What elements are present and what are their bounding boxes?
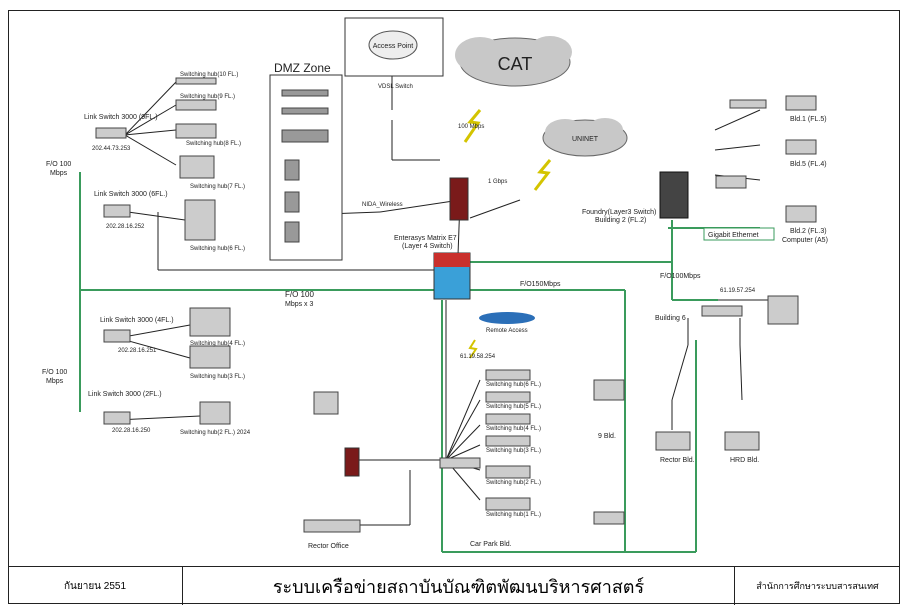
hub7-label: Switching hub(7 FL.) [190, 184, 245, 190]
footer: กันยายน 2551 ระบบเครือข่ายสถาบันบัณฑิตพั… [8, 566, 900, 605]
dmz-label: DMZ Zone [274, 61, 331, 75]
ls9-label: Link Switch 3000 (9FL.) [84, 114, 158, 121]
fo3-label: F/O 100 [285, 290, 314, 299]
ip9-label: 202.44.73.253 [92, 146, 131, 152]
ls2-label: Link Switch 3000 (2FL.) [88, 391, 162, 398]
fo100-label: F/O100Mbps [660, 273, 701, 280]
foundry-name: Foundry(Layer3 Switch) [582, 209, 656, 216]
bld5-label: Bld.5 (FL.4) [790, 161, 827, 168]
hub6-label: Switching hub(6 FL.) [190, 246, 245, 252]
core-sub: (Layer 4 Switch) [402, 243, 453, 250]
diagram-frame [8, 10, 900, 604]
cp-hub6-label: Switching hub(6 FL.) [486, 382, 541, 388]
speed-100m-label: 100 Mbps [458, 124, 484, 130]
rector-office-label: Rector Office [308, 543, 349, 550]
fo3b-label: Mbps x 3 [285, 301, 314, 308]
footer-date: กันยายน 2551 [8, 567, 183, 605]
fo1b-label: Mbps [50, 170, 68, 177]
footer-title: ระบบเครือข่ายสถาบันบัณฑิตพัฒนบริหารศาสตร… [183, 567, 735, 605]
ip6-label: 202.28.16.252 [106, 224, 145, 230]
wireless-link-uninet-icon [533, 159, 552, 191]
left-switches [95, 77, 231, 425]
hub3-label: Switching hub(3 FL.) [190, 374, 245, 380]
firewall-icon [449, 177, 469, 221]
bld9-label: 9 Bld. [598, 433, 616, 440]
nida-label: NIDA_Wireless [362, 202, 403, 208]
foundry-switch-icon [659, 171, 689, 219]
gigabit-box [703, 227, 775, 241]
fo150-label: F/O150Mbps [520, 281, 561, 288]
cp-hub1-label: Switching hub(1 FL.) [486, 512, 541, 518]
ls6-label: Link Switch 3000 (6FL.) [94, 191, 168, 198]
carpark-switches [303, 369, 531, 533]
hub10-label: Switching hub(10 FL.) [180, 72, 238, 78]
remote-label: Remote Access [486, 328, 528, 334]
hub8-label: Switching hub(8 FL.) [186, 141, 241, 147]
cat-cloud-icon [455, 36, 572, 87]
access-point-label: Access Point [373, 43, 414, 50]
network-diagram: CAT UNINET Access Point VDSL Switch DMZ … [42, 17, 828, 553]
uninet-cloud-icon [542, 118, 628, 157]
ls4-label: Link Switch 3000 (4FL.) [100, 317, 174, 324]
core-name: Enterasys Matrix E7 [394, 235, 457, 242]
fo1-label: F/O 100 [46, 161, 71, 168]
right-switches [593, 95, 817, 525]
hrd-bld-label: HRD Bld. [730, 457, 759, 464]
footer-org: สำนักการศึกษาระบบสารสนเทศ [756, 581, 879, 591]
b6-label: Building 6 [655, 315, 686, 322]
speed-1g-label: 1 Gbps [488, 179, 507, 185]
vdsl-label: VDSL Switch [378, 84, 413, 90]
access-point-icon [368, 30, 418, 60]
fo2-label: F/O 100 [42, 369, 67, 376]
dmz-servers [281, 89, 329, 243]
remote-cloud-icon [479, 312, 535, 324]
cat-label: CAT [498, 54, 533, 74]
hub2-label: Switching hub(2 FL.) 2024 [180, 430, 251, 436]
core-switch-top-icon [434, 253, 470, 267]
hub9-label: Switching hub(9 FL.) [180, 94, 235, 100]
ip4-label: 202.28.16.251 [118, 348, 157, 354]
cp-hub4-label: Switching hub(4 FL.) [486, 426, 541, 432]
b6-ip-label: 61.19.57.254 [720, 288, 756, 294]
bld2-label: Bld.2 (FL.3) [790, 228, 827, 235]
fo2b-label: Mbps [46, 378, 64, 385]
remote-link-icon [468, 339, 478, 359]
cp-hub2-label: Switching hub(2 FL.) [486, 480, 541, 486]
foundry-sub: Building 2 (FL.2) [595, 217, 646, 224]
cp-hub3-label: Switching hub(3 FL.) [486, 448, 541, 454]
fiber-links [79, 172, 760, 553]
bld1-label: Bld.1 (FL.5) [790, 116, 827, 123]
rector-bld-label: Rector Bld. [660, 457, 695, 464]
wireless-link-cat-icon [463, 109, 482, 143]
firewall-2-icon [344, 447, 360, 477]
ip2-label: 202.28.16.250 [112, 428, 151, 434]
uninet-label: UNINET [572, 136, 599, 143]
carpark-ip-label: 61.19.58.254 [460, 354, 496, 360]
carpark-label: Car Park Bld. [470, 541, 512, 548]
computer-label: Computer (A5) [782, 237, 828, 244]
gigabit-label: Gigabit Ethernet [708, 232, 759, 239]
hub4-label: Switching hub(4 FL.) [190, 341, 245, 347]
dmz-zone-box [269, 74, 343, 261]
cp-hub5-label: Switching hub(5 FL.) [486, 404, 541, 410]
